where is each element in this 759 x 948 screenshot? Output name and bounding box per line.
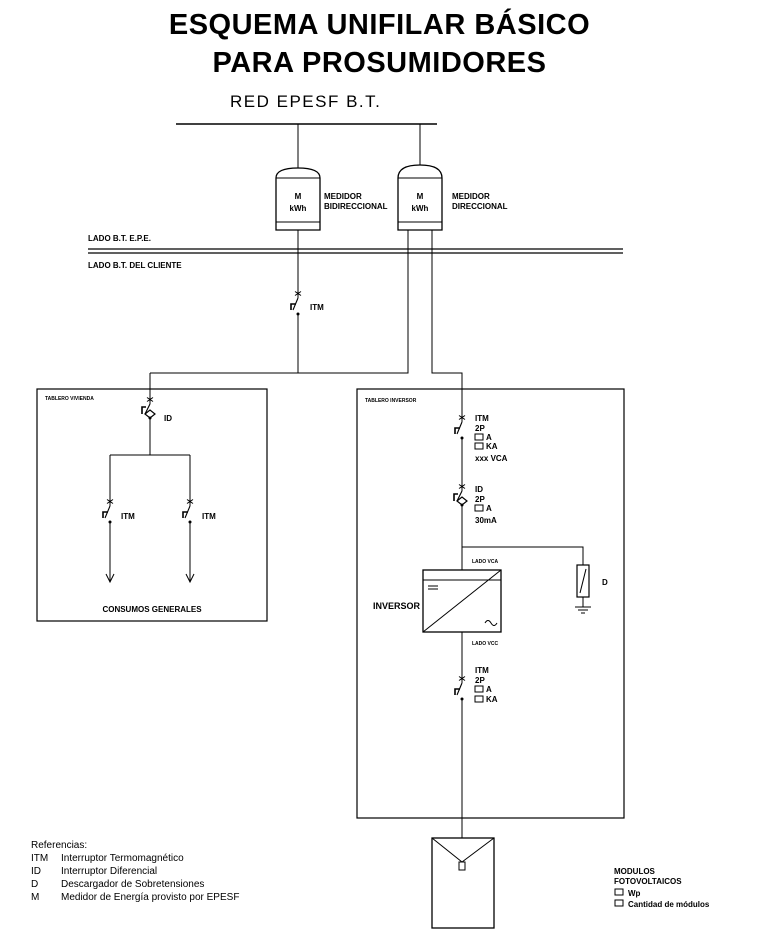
inverter: [422, 569, 502, 633]
vivienda-itm-right-breaker: [182, 497, 194, 525]
itm-top-l1: ITM: [475, 414, 489, 423]
modulos-label-l2: FOTOVOLTAICOS: [614, 877, 682, 886]
tablero-inversor-box: [356, 388, 625, 819]
diagram-title-line1: ESQUEMA UNIFILAR BÁSICO: [168, 9, 591, 41]
meter2-label-line1: MEDIDOR: [452, 192, 490, 201]
id-l2: 2P: [475, 495, 485, 504]
itm-bottom-l4: KA: [486, 695, 498, 704]
itm-bottom-l1: ITM: [475, 666, 489, 675]
inversor-id-switch: [453, 482, 468, 508]
meter-bidireccional: M kWh MEDIDOR BIDIRECCIONAL: [275, 124, 388, 231]
itm-bottom-l2: 2P: [475, 676, 485, 685]
itm-top-l4: KA: [486, 442, 498, 451]
inversor-itm-bottom-breaker: [454, 674, 466, 702]
referencia-desc: Interruptor Termomagnético: [61, 853, 184, 864]
tablero-inversor-title: TABLERO INVERSOR: [365, 398, 417, 404]
main-itm-label: ITM: [310, 303, 324, 312]
modulos-wp: Wp: [628, 889, 641, 898]
modulos-cantidad: Cantidad de módulos: [628, 900, 710, 909]
id-l4: 30mA: [475, 516, 497, 525]
vivienda-itm-left-breaker: [102, 497, 114, 525]
referencia-key: ITM: [31, 853, 49, 864]
referencia-desc: Descargador de Sobretensiones: [61, 879, 205, 890]
itm-top-l3: A: [486, 433, 492, 442]
referencia-key: ID: [31, 866, 41, 877]
tablero-vivienda-box: [36, 388, 268, 622]
pv-module: [431, 837, 495, 929]
surge-arrester-label: D: [602, 578, 608, 587]
referencia-item: D Descargador de Sobretensiones: [31, 879, 291, 892]
referencia-item: ITM Interruptor Termomagnético: [31, 853, 291, 866]
main-itm-breaker: [290, 289, 302, 317]
referencias-list: ITM Interruptor Termomagnético ID Interr…: [31, 853, 291, 905]
lado-vcc-label: LADO VCC: [472, 641, 499, 647]
tablero-vivienda-title: TABLERO VIVIENDA: [45, 396, 94, 402]
meter1-label-line2: BIDIRECCIONAL: [324, 202, 388, 211]
referencia-key: D: [31, 879, 39, 890]
meter2-symbol: M: [417, 192, 424, 201]
referencias-title: Referencias:: [31, 840, 88, 851]
grid-label: RED EPESF B.T.: [230, 92, 382, 111]
vivienda-id-label: ID: [164, 414, 172, 423]
referencia-item: M Medidor de Energía provisto por EPESF: [31, 892, 291, 905]
inversor-label: INVERSOR: [373, 601, 421, 611]
referencia-item: ID Interruptor Diferencial: [31, 866, 291, 879]
itm-bottom-l3: A: [486, 685, 492, 694]
vivienda-itm-right-label: ITM: [202, 512, 216, 521]
modulos-label-l1: MODULOS: [614, 867, 656, 876]
meter1-unit: kWh: [290, 204, 307, 213]
vivienda-id-switch: [141, 395, 156, 421]
side-epe-label: LADO B.T. E.P.E.: [88, 234, 151, 243]
referencia-key: M: [31, 892, 40, 903]
inversor-itm-top-breaker: [454, 413, 466, 441]
consumos-generales-label: CONSUMOS GENERALES: [102, 605, 202, 614]
meter2-unit: kWh: [412, 204, 429, 213]
meter-direccional: M kWh MEDIDOR DIRECCIONAL: [397, 124, 508, 231]
diagram-title-line2: PARA PROSUMIDORES: [212, 47, 547, 79]
referencia-desc: Medidor de Energía provisto por EPESF: [61, 892, 240, 903]
meter1-symbol: M: [295, 192, 302, 201]
itm-top-l2: 2P: [475, 424, 485, 433]
lado-vca-label: LADO VCA: [472, 559, 499, 565]
meter2-label-line2: DIRECCIONAL: [452, 202, 508, 211]
id-l1: ID: [475, 485, 483, 494]
itm-top-l5: xxx VCA: [475, 454, 508, 463]
meter1-label-line1: MEDIDOR: [324, 192, 362, 201]
side-cliente-label: LADO B.T. DEL CLIENTE: [88, 261, 182, 270]
id-l3: A: [486, 504, 492, 513]
vivienda-itm-left-label: ITM: [121, 512, 135, 521]
referencia-desc: Interruptor Diferencial: [61, 866, 158, 877]
